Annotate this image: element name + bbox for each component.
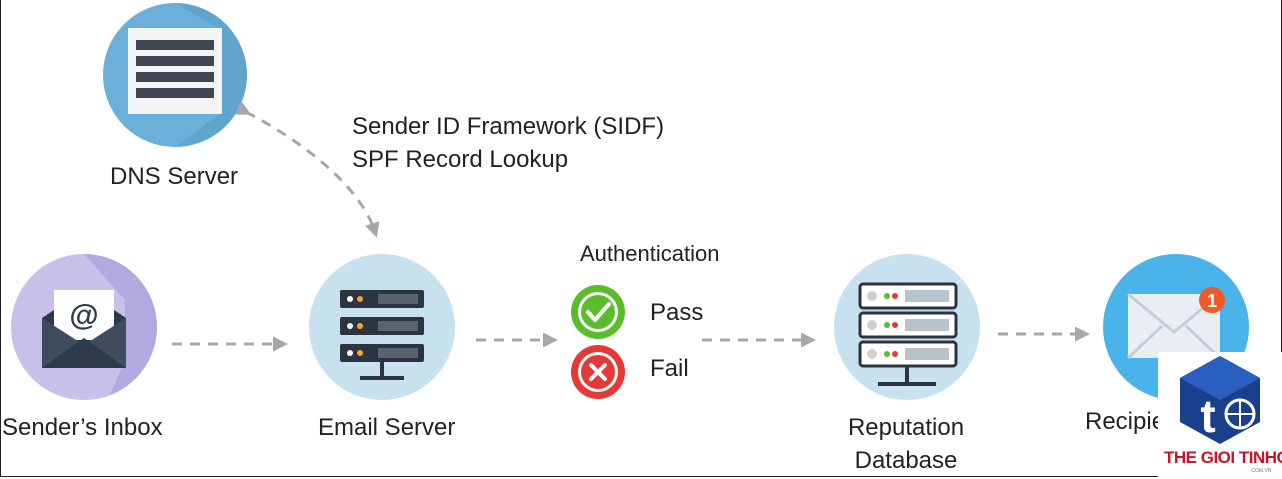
database-rack-icon — [834, 254, 980, 400]
notification-badge-count: 1 — [1207, 291, 1217, 311]
envelope-at-icon: @ — [11, 254, 157, 400]
lookup-line-1: Sender ID Framework (SIDF) — [352, 113, 665, 140]
fail-label: Fail — [650, 355, 689, 382]
lookup-line-2: SPF Record Lookup — [352, 146, 569, 173]
logo-letter: t — [1200, 390, 1215, 442]
envelope-at-symbol: @ — [69, 299, 98, 332]
sender-inbox-label: Sender’s Inbox — [2, 414, 163, 441]
notification-badge — [1199, 287, 1225, 313]
arrow-dns-server — [234, 101, 380, 238]
dns-server-icon — [103, 3, 247, 147]
watermark-text: THE GIOI TINHOC — [1164, 448, 1282, 467]
watermark-subtext: .COM.VN — [1250, 468, 1272, 474]
check-icon — [571, 285, 625, 339]
watermark-logo: t THE GIOI TINHOC .COM.VN — [1158, 352, 1282, 479]
flow-arrows — [172, 101, 1090, 352]
cube-logo-icon: t — [1180, 356, 1260, 444]
reputation-label-line-1: Reputation — [847, 414, 965, 441]
dns-server-label: DNS Server — [110, 163, 239, 190]
cross-icon — [571, 345, 625, 399]
email-server-icon — [309, 254, 455, 400]
reputation-label-line-2: Database — [854, 447, 958, 474]
pass-label: Pass — [650, 299, 704, 326]
email-server-label: Email Server — [318, 414, 456, 441]
authentication-title: Authentication — [580, 241, 720, 266]
